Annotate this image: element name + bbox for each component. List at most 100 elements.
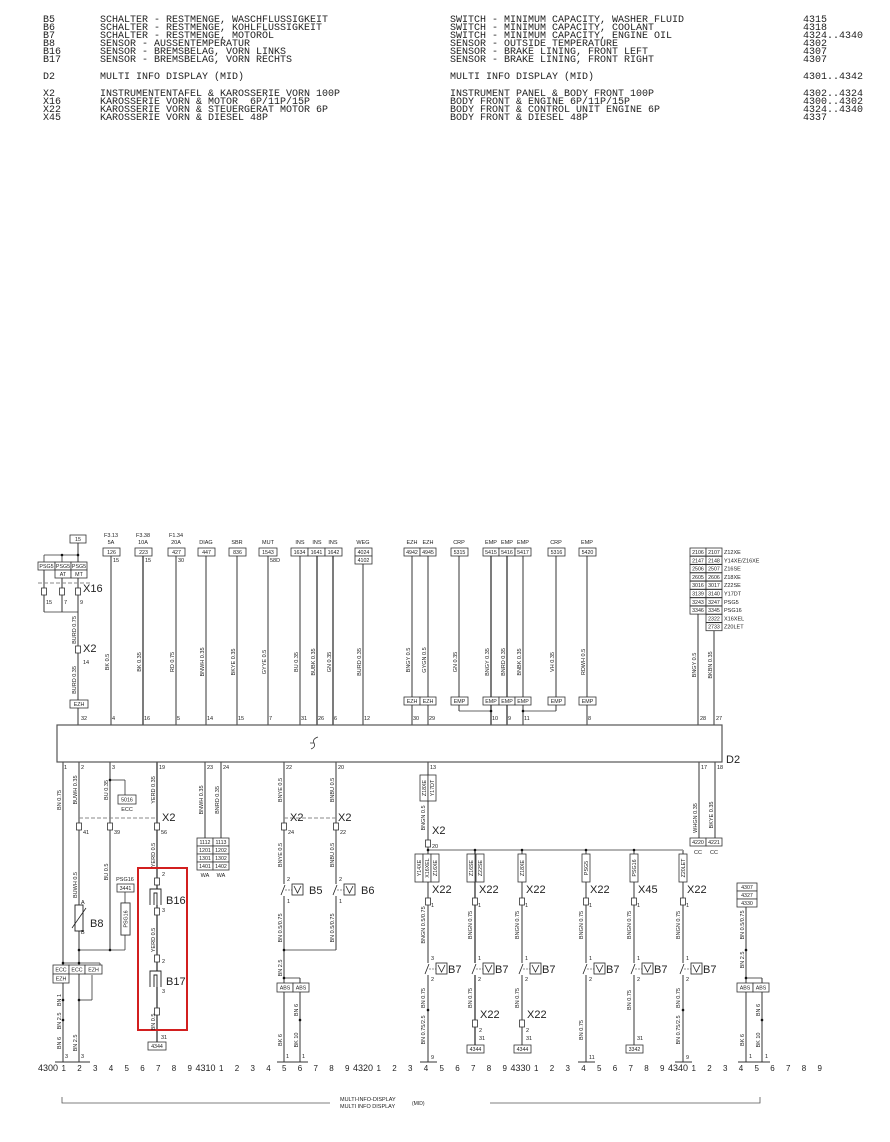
connector-label: EZH — [88, 968, 99, 974]
diagram-label: YERD 0.35 — [151, 776, 157, 804]
junction-dot — [77, 961, 81, 965]
variant-box — [678, 853, 688, 883]
module-d2-symbol — [310, 736, 319, 750]
legend-code: X16 — [43, 97, 62, 108]
connector-label: EZH — [56, 977, 67, 983]
legend-en: SENSOR - BRAKE LINING, FRONT RIGHT — [450, 55, 655, 66]
diagram-label: 30 — [178, 558, 184, 564]
connector-label: MT — [75, 572, 83, 578]
diagram-label: 2 — [589, 977, 592, 983]
diagram-label: X2 — [290, 812, 303, 824]
diagram-label: 31 — [526, 1036, 532, 1042]
grid-reference-label: 7 — [156, 1064, 161, 1073]
diagram-label: 32 — [81, 716, 87, 722]
connector-pin-icon — [76, 822, 82, 831]
diagram-label: BK 6 — [740, 1034, 746, 1046]
diagram-label: INS — [312, 540, 322, 546]
junction-dot — [60, 553, 64, 557]
legend-ref: 4324..4340 — [803, 105, 864, 116]
diagram-label: CRP — [453, 540, 465, 546]
variant-label: Z18XE — [520, 859, 526, 876]
grid-reference-label: 4 — [581, 1064, 586, 1073]
junction-dot — [681, 1008, 685, 1012]
grid-reference-label: 3 — [566, 1064, 571, 1073]
diagram-label: X22 — [480, 1009, 500, 1021]
connector-label: 3342 — [629, 1047, 641, 1053]
variant-label: Y14XE — [417, 859, 423, 876]
diagram-label: BN 0.75 — [57, 790, 63, 810]
connector-box — [419, 696, 437, 706]
diagram-label: 4 — [112, 716, 115, 722]
grid-reference-label: 4340 — [668, 1063, 688, 1073]
diagram-label: 1 — [589, 903, 592, 909]
diagram-label: B7 — [703, 964, 716, 976]
brake-lining-sensor-icon — [149, 888, 162, 905]
diagram-label: 2 — [479, 1028, 482, 1034]
junction-dot — [632, 848, 636, 852]
junction-dot — [108, 948, 112, 952]
diagram-label: 2 — [162, 872, 165, 878]
connector-pin-icon — [154, 877, 160, 886]
connector-label: 427 — [172, 550, 181, 556]
grid-reference-label: 5 — [440, 1064, 445, 1073]
diagram-label: BKYE 0.35 — [709, 802, 715, 829]
connector-label: 3441 — [120, 886, 132, 892]
variant-label: Z16XE — [433, 859, 439, 876]
variant-box — [517, 853, 527, 883]
diagram-label: 2 — [287, 877, 290, 883]
connector-box — [514, 547, 532, 557]
junction-dot — [77, 948, 81, 952]
legend-en: INSTRUMENT PANEL & BODY FRONT 100P — [450, 89, 655, 100]
connector-label: 4330 — [741, 901, 753, 907]
grid-reference-label: 2 — [392, 1064, 397, 1073]
diagram-label: B7 — [654, 964, 667, 976]
diagram-label: BK 0.5 — [105, 654, 111, 671]
diagram-label: B6 — [361, 885, 374, 897]
diagram-label: WA — [217, 873, 226, 879]
diagram-label: BURD 0.35 — [72, 666, 78, 694]
legend-en: MULTI INFO DISPLAY (MID) — [450, 72, 595, 83]
diagram-label: BK 10 — [294, 1033, 300, 1048]
connector-box — [134, 547, 153, 557]
variant-box — [705, 622, 723, 632]
diagram-label: ECC — [121, 807, 133, 813]
diagram-label: BNGN 0.75 — [468, 911, 474, 939]
grid-reference-label: 8 — [329, 1064, 334, 1073]
connector-pin-icon — [519, 897, 525, 906]
diagram-label: BNGY 0.35 — [485, 648, 491, 676]
junction-dot — [744, 948, 748, 952]
junction-dot — [426, 1008, 430, 1012]
diagram-label: BUBK 0.35 — [311, 648, 317, 675]
diagram-label: 3 — [162, 989, 165, 995]
connector-label: 5315 — [454, 550, 466, 556]
connector-box — [69, 699, 89, 709]
engine-variant-label: Y14XE/Z16XE — [724, 558, 760, 564]
diagram-label: F3.38 — [136, 533, 150, 539]
grid-reference-label: 2 — [235, 1064, 240, 1073]
variant-label: PSG16 — [124, 910, 130, 927]
grid-reference-label: 4 — [266, 1064, 271, 1073]
diagram-label: BNWH 0.35 — [199, 785, 205, 814]
connector-label: 5417 — [517, 550, 529, 556]
variant-label: Z18XE — [422, 779, 428, 796]
diagram-label: 7 — [269, 716, 272, 722]
diagram-label: 27 — [716, 716, 722, 722]
diagram-label: BNGN 0.75 — [579, 911, 585, 939]
connector-box — [116, 883, 135, 893]
diagram-label: X22 — [526, 884, 546, 896]
variant-label: Y17DT — [430, 779, 436, 796]
connector-pin-icon — [154, 822, 160, 831]
diagram-label: X2 — [83, 643, 96, 655]
connector-pin-icon — [154, 907, 160, 916]
variant-label: PSG16 — [632, 859, 638, 876]
diagram-label: 1 — [525, 956, 528, 962]
diagram-label: B16 — [166, 895, 186, 907]
legend-en: BODY FRONT & CONTROL UNIT ENGINE 6P — [450, 105, 661, 116]
junction-dot — [61, 1018, 65, 1022]
connector-label: EMP — [582, 699, 594, 705]
diagram-label: 1 — [637, 903, 640, 909]
diagram-label: 1 — [589, 956, 592, 962]
junction-dot — [108, 778, 112, 782]
